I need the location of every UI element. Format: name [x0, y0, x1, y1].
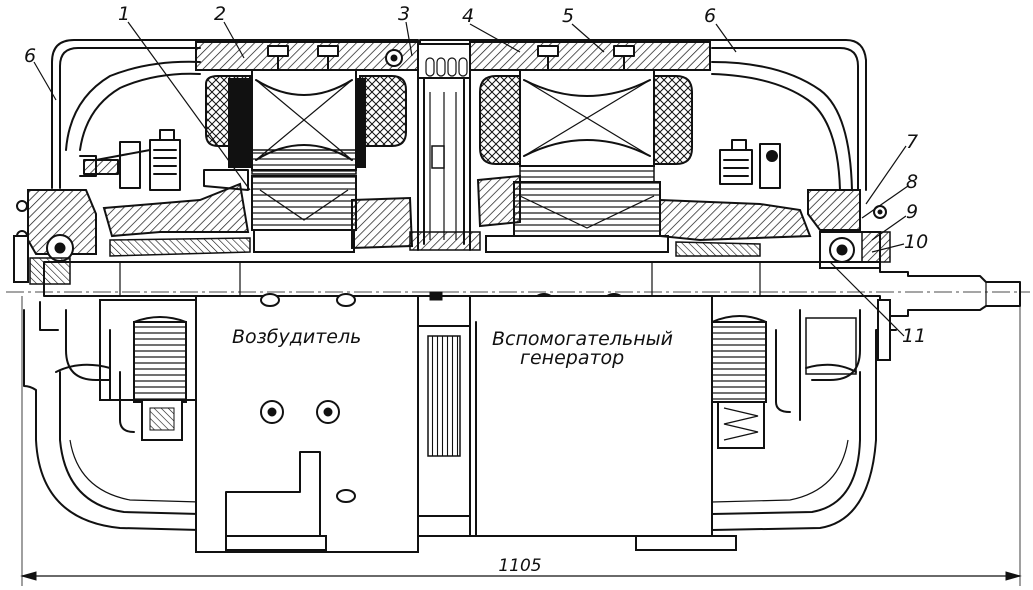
dimension-value: 1105	[498, 556, 541, 576]
dimension-line	[20, 296, 1022, 586]
label-aux-generator-line1: Вспомогательный	[492, 328, 673, 350]
callout-8: 8	[906, 171, 918, 193]
callout-5: 5	[562, 5, 574, 27]
callout-6-left: 6	[24, 45, 36, 67]
callout-9: 9	[906, 201, 918, 223]
center-frame	[409, 77, 481, 251]
aux-generator-section	[476, 69, 891, 269]
housing	[23, 39, 897, 531]
stator-casing-top	[195, 41, 711, 111]
callout-3: 3	[398, 3, 410, 25]
lower-view	[99, 293, 891, 553]
callout-4: 4	[462, 5, 474, 27]
callout-7: 7	[906, 131, 918, 153]
callout-1: 1	[118, 3, 130, 25]
label-exciter: Возбудитель	[232, 326, 361, 348]
exciter-section	[79, 69, 414, 257]
left-bearing	[13, 189, 97, 285]
leader-lines	[33, 21, 909, 337]
label-aux-generator-line2: генератор	[520, 347, 624, 369]
callout-2: 2	[214, 3, 226, 25]
callout-6-right: 6	[704, 5, 716, 27]
callout-11: 11	[902, 325, 926, 347]
callout-10: 10	[904, 231, 928, 253]
